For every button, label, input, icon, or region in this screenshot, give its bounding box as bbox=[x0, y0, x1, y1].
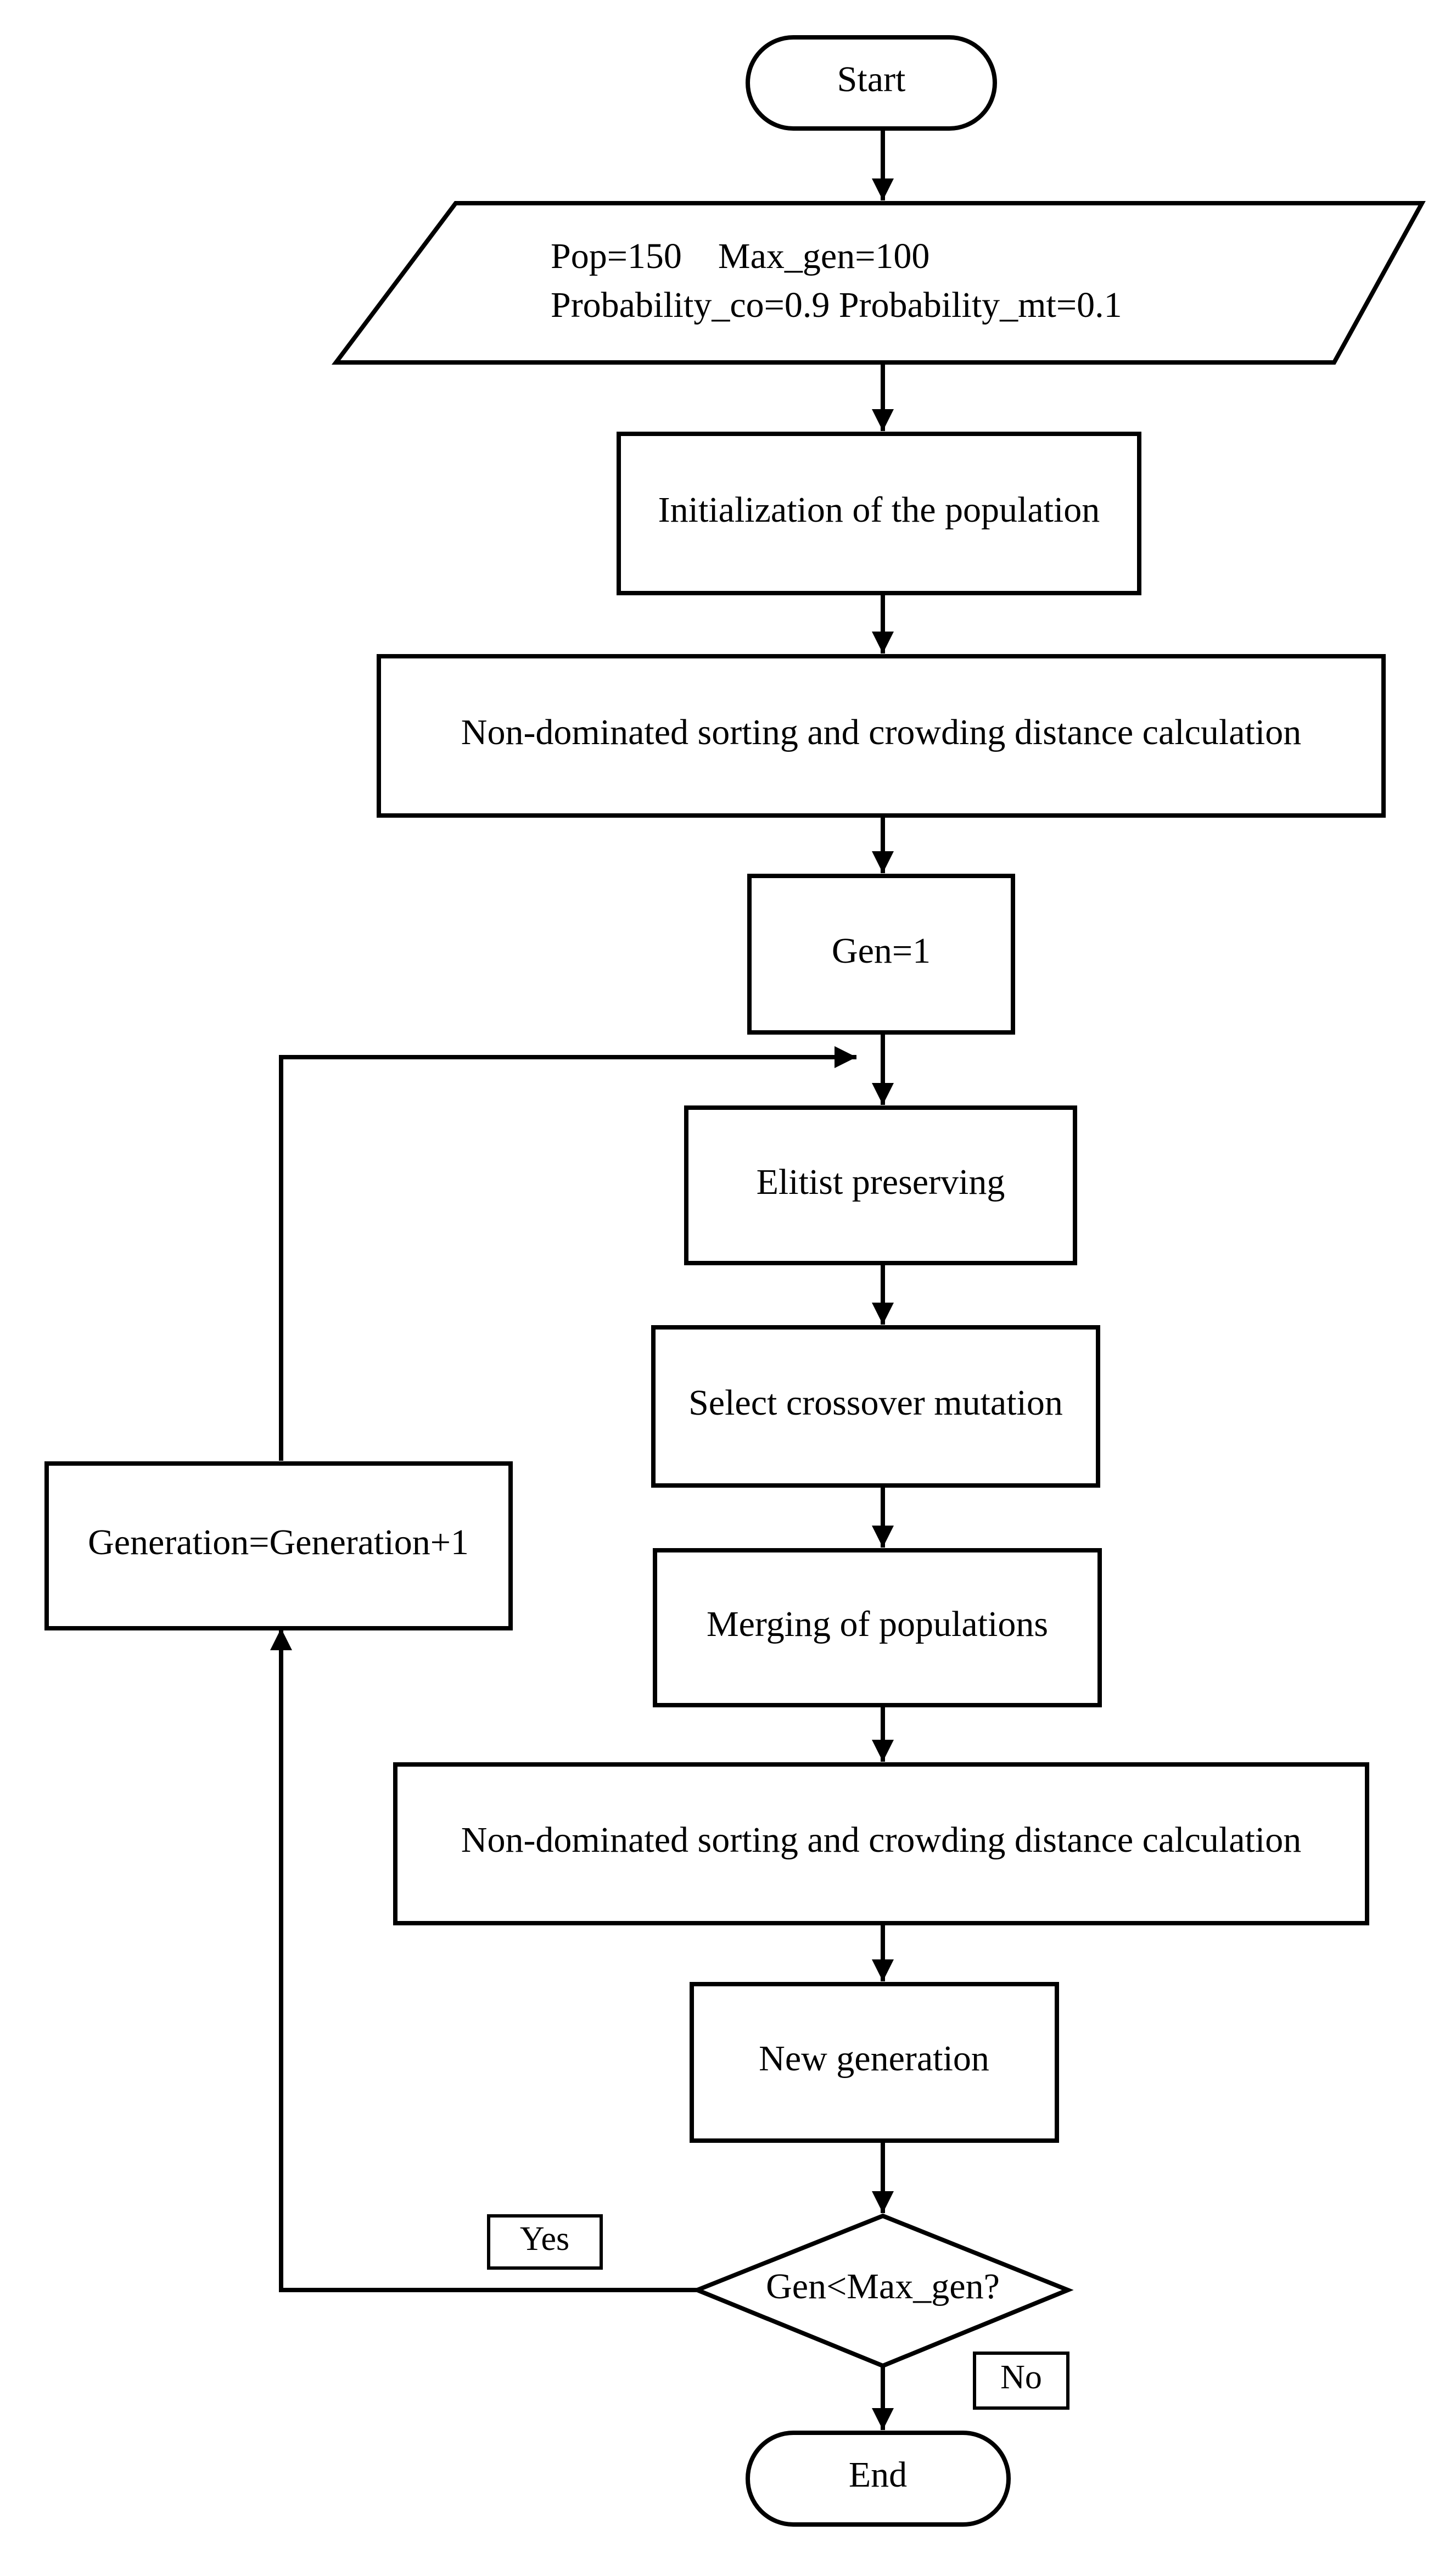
merge-label: Merging of populations bbox=[707, 1604, 1048, 1644]
start-label: Start bbox=[837, 59, 906, 99]
gen-init-label: Gen=1 bbox=[832, 931, 931, 971]
increment-label: Generation=Generation+1 bbox=[88, 1522, 469, 1562]
sorting-1-label: Non-dominated sorting and crowding dista… bbox=[461, 712, 1301, 752]
node-end: End bbox=[746, 2431, 1011, 2527]
node-sorting-1: Non-dominated sorting and crowding dista… bbox=[377, 654, 1386, 818]
no-label: No bbox=[1000, 2359, 1042, 2396]
node-elitist: Elitist preserving bbox=[684, 1105, 1077, 1265]
parameters-line-2: Probability_co=0.9 Probability_mt=0.1 bbox=[551, 285, 1122, 325]
node-new-generation: New generation bbox=[690, 1982, 1059, 2143]
initialization-label: Initialization of the population bbox=[658, 490, 1100, 530]
elitist-label: Elitist preserving bbox=[757, 1162, 1005, 1202]
edges bbox=[270, 129, 894, 2430]
node-parameters: Pop=150 Max_gen=100 Probability_co=0.9 P… bbox=[331, 201, 1426, 365]
yes-label-box: Yes bbox=[487, 2214, 603, 2270]
parameters-line-1: Pop=150 Max_gen=100 bbox=[551, 236, 929, 276]
node-start: Start bbox=[746, 35, 997, 131]
node-initialization: Initialization of the population bbox=[617, 432, 1141, 595]
node-select: Select crossover mutation bbox=[651, 1325, 1100, 1488]
node-gen-init: Gen=1 bbox=[747, 874, 1015, 1035]
end-label: End bbox=[849, 2455, 907, 2495]
sorting-2-label: Non-dominated sorting and crowding dista… bbox=[461, 1820, 1301, 1860]
yes-label: Yes bbox=[520, 2220, 569, 2258]
node-sorting-2: Non-dominated sorting and crowding dista… bbox=[393, 1762, 1369, 1925]
select-label: Select crossover mutation bbox=[688, 1383, 1063, 1423]
no-label-box: No bbox=[973, 2352, 1069, 2410]
node-decision: Gen<Max_gen? bbox=[691, 2213, 1074, 2369]
node-increment: Generation=Generation+1 bbox=[44, 1461, 513, 1630]
edge-increment-to-loop bbox=[279, 1046, 856, 1461]
edge-decision-yes-to-increment bbox=[270, 1628, 697, 2292]
new-generation-label: New generation bbox=[759, 2038, 989, 2079]
node-merge: Merging of populations bbox=[653, 1548, 1102, 1707]
decision-label: Gen<Max_gen? bbox=[766, 2266, 1000, 2306]
